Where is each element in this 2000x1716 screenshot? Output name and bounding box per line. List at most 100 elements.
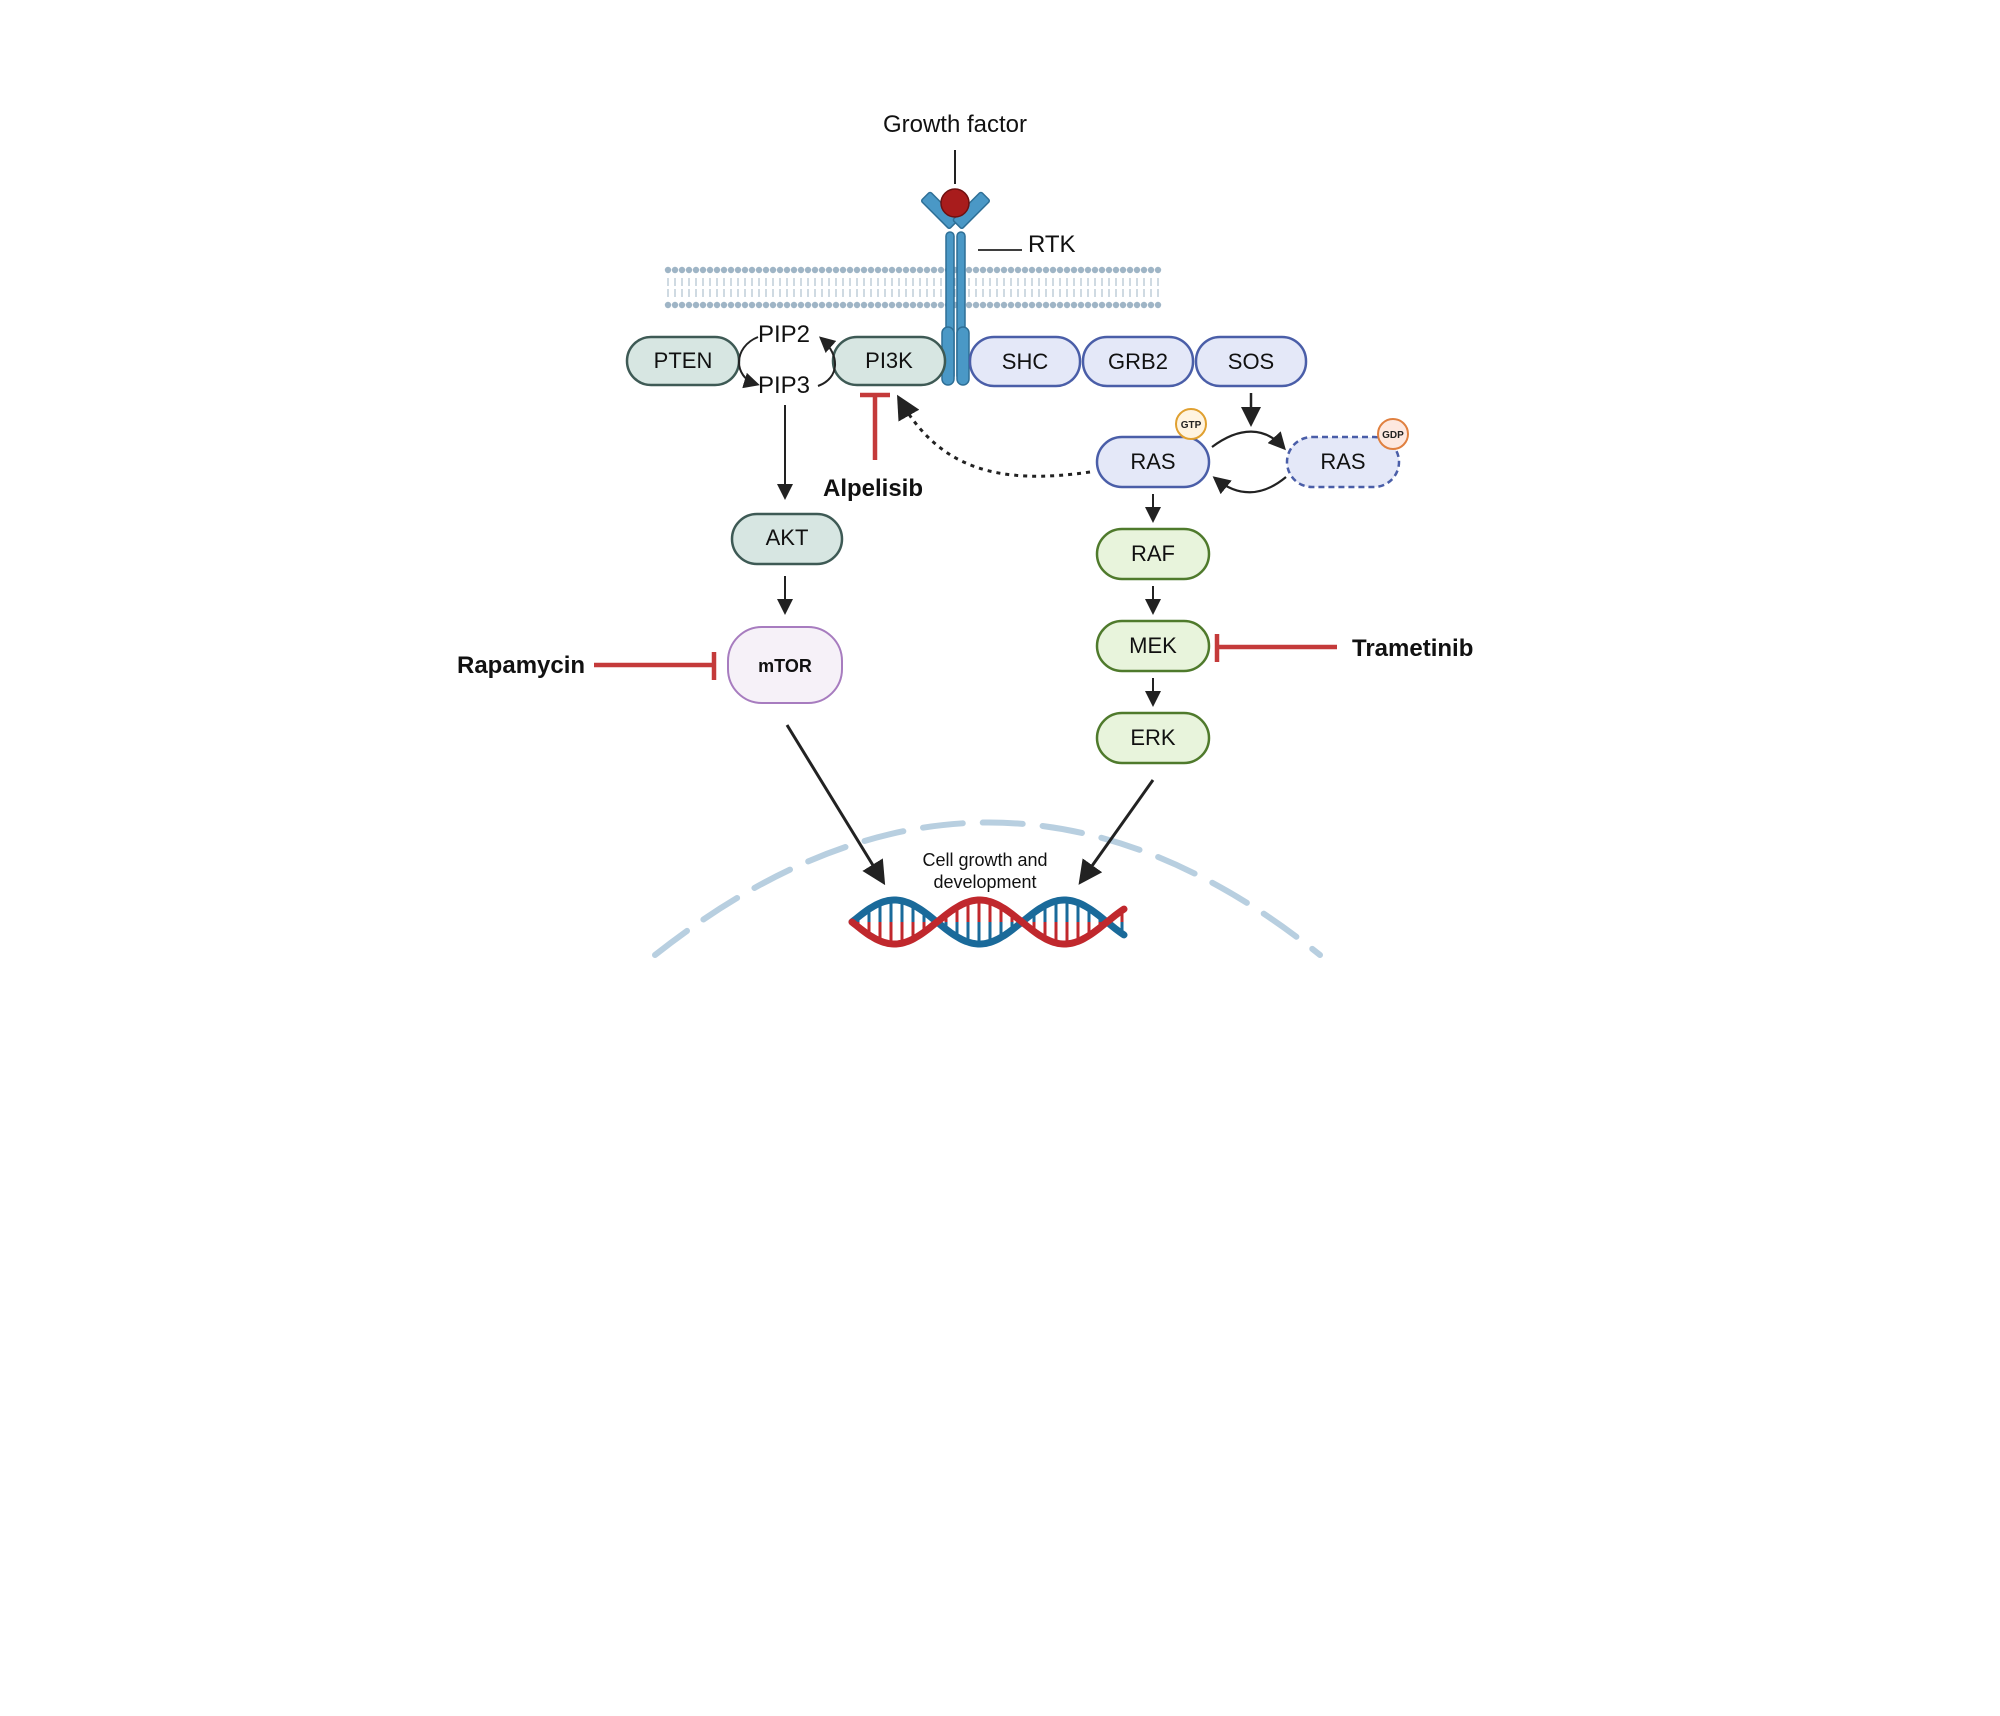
dna-strand-red: [848, 896, 1128, 948]
erk-to-nucleus-arrow: [1078, 779, 1155, 885]
svg-text:SHC: SHC: [1002, 349, 1049, 374]
svg-text:mTOR: mTOR: [758, 656, 812, 676]
lipid-head: [804, 301, 812, 309]
lipid-head: [1077, 266, 1085, 274]
lipid-head: [916, 301, 924, 309]
trametinib-inhibition: [1214, 634, 1337, 662]
lipid-head: [832, 266, 840, 274]
cell-growth-label-line2: development: [933, 872, 1036, 892]
lipid-head: [692, 301, 700, 309]
lipid-head: [685, 266, 693, 274]
lipid-head: [1133, 301, 1141, 309]
lipid-head: [895, 266, 903, 274]
lipid-head: [804, 266, 812, 274]
lipid-head: [678, 301, 686, 309]
mtor-node: mTOR: [727, 626, 843, 704]
lipid-head: [825, 266, 833, 274]
lipid-head: [671, 266, 679, 274]
lipid-head: [1007, 266, 1015, 274]
rapamycin-inhibition: [594, 652, 717, 680]
svg-text:MEK: MEK: [1129, 633, 1177, 658]
grb2-node: GRB2: [1081, 335, 1195, 388]
lipid-head: [783, 301, 791, 309]
lipid-head: [1154, 301, 1162, 309]
lipid-head: [1021, 301, 1029, 309]
lipid-head: [993, 266, 1001, 274]
svg-text:GRB2: GRB2: [1108, 349, 1168, 374]
dna-strand-blue: [848, 896, 1128, 948]
lipid-head: [790, 301, 798, 309]
lipid-head: [783, 266, 791, 274]
lipid-head: [769, 266, 777, 274]
lipid-head: [1049, 301, 1057, 309]
lipid-head: [916, 266, 924, 274]
lipid-head: [874, 266, 882, 274]
ras-gdp-to-gtp-arrow: [1212, 476, 1287, 495]
nuclear-envelope: [652, 819, 1323, 958]
lipid-head: [818, 301, 826, 309]
lipid-head: [902, 266, 910, 274]
lipid-head: [1056, 301, 1064, 309]
lipid-head: [1035, 266, 1043, 274]
lipid-head: [734, 266, 742, 274]
lipid-head: [846, 266, 854, 274]
lipid-head: [1056, 266, 1064, 274]
cell-membrane: [664, 266, 1162, 309]
ras-inactive-node: RAS: [1285, 435, 1401, 489]
lipid-head: [923, 301, 931, 309]
rtk-label: RTK: [1028, 231, 1076, 258]
lipid-head: [972, 301, 980, 309]
lipid-head: [1014, 266, 1022, 274]
svg-text:AKT: AKT: [766, 525, 809, 550]
svg-text:SOS: SOS: [1228, 349, 1274, 374]
lipid-head: [860, 301, 868, 309]
gdp-badge: GDP: [1377, 418, 1409, 450]
lipid-head: [720, 266, 728, 274]
lipid-head: [930, 301, 938, 309]
lipid-head: [1021, 266, 1029, 274]
lipid-head: [1084, 301, 1092, 309]
lipid-head: [965, 301, 973, 309]
gtp-badge: GTP: [1175, 408, 1207, 440]
rtk-receptor: [920, 150, 1022, 386]
pip2-label: PIP2: [758, 321, 810, 348]
lipid-head: [923, 266, 931, 274]
pip3-to-pip2-arrow: [817, 336, 837, 387]
lipid-head: [1028, 266, 1036, 274]
lipid-head: [713, 266, 721, 274]
alpelisib-inhibition: [860, 392, 890, 460]
lipid-head: [664, 266, 672, 274]
erk-node: ERK: [1095, 711, 1211, 765]
lipid-head: [1014, 301, 1022, 309]
lipid-head: [1119, 301, 1127, 309]
svg-text:RAS: RAS: [1130, 449, 1175, 474]
lipid-head: [1105, 301, 1113, 309]
growth-factor-label: Growth factor: [883, 111, 1027, 138]
lipid-head: [986, 266, 994, 274]
lipid-head: [1105, 266, 1113, 274]
lipid-head: [1042, 266, 1050, 274]
svg-text:RAS: RAS: [1320, 449, 1365, 474]
svg-text:RAF: RAF: [1131, 541, 1175, 566]
lipid-head: [1147, 301, 1155, 309]
lipid-head: [986, 301, 994, 309]
trametinib-label: Trametinib: [1352, 635, 1473, 662]
lipid-head: [769, 301, 777, 309]
lipid-head: [867, 301, 875, 309]
lipid-head: [699, 266, 707, 274]
pi3k-node: PI3K: [831, 335, 947, 387]
lipid-head: [1077, 301, 1085, 309]
lipid-head: [979, 301, 987, 309]
lipid-head: [1049, 266, 1057, 274]
lipid-head: [1140, 301, 1148, 309]
lipid-head: [825, 301, 833, 309]
lipid-head: [1042, 301, 1050, 309]
lipid-head: [1098, 266, 1106, 274]
lipid-head: [853, 266, 861, 274]
lipid-head: [727, 301, 735, 309]
lipid-head: [678, 266, 686, 274]
lipid-head: [755, 266, 763, 274]
lipid-head: [888, 301, 896, 309]
lipid-head: [1140, 266, 1148, 274]
